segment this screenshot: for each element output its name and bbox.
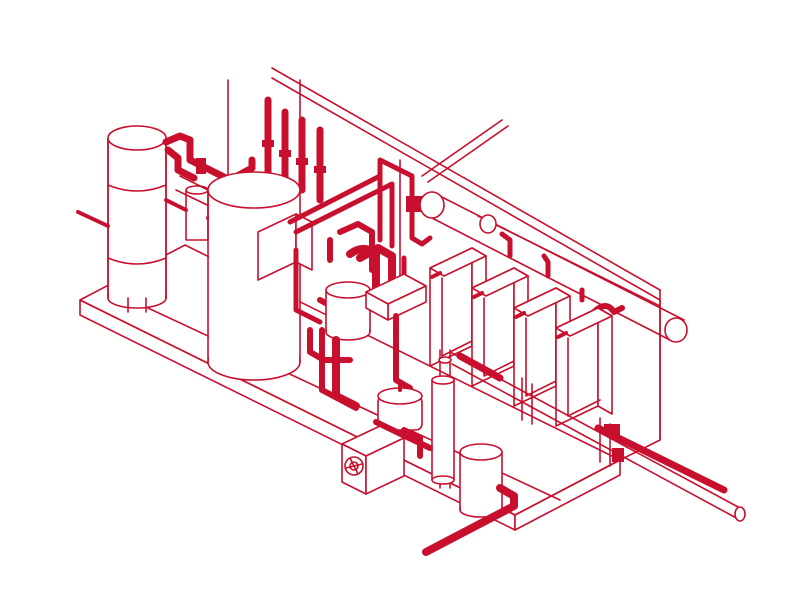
heat-pump-unit: [341, 425, 405, 495]
cold-feed-pipe-left: [76, 210, 110, 228]
low-level-pipework: [373, 419, 518, 556]
dosing-pot: [431, 375, 455, 485]
buffer-vessel-small: [185, 185, 209, 241]
return-header: [477, 214, 661, 307]
vertical-risers: [262, 79, 326, 204]
thermal-store-tank: [207, 171, 301, 381]
front-panel-right: [619, 299, 661, 461]
expansion-vessel-1: [377, 382, 423, 431]
pipe-supports: [521, 377, 611, 467]
primary-return-main: [456, 352, 728, 494]
tank-connection-box: [257, 213, 313, 281]
expansion-vessel-2: [459, 443, 503, 518]
calorifier-tank-left: [107, 125, 167, 313]
boiler-unit-4: [555, 307, 613, 427]
pump-outlet-pipe: [332, 336, 360, 410]
central-pipework: [287, 173, 407, 363]
circulating-pump: [325, 273, 427, 341]
ceiling-riser: [377, 119, 509, 247]
